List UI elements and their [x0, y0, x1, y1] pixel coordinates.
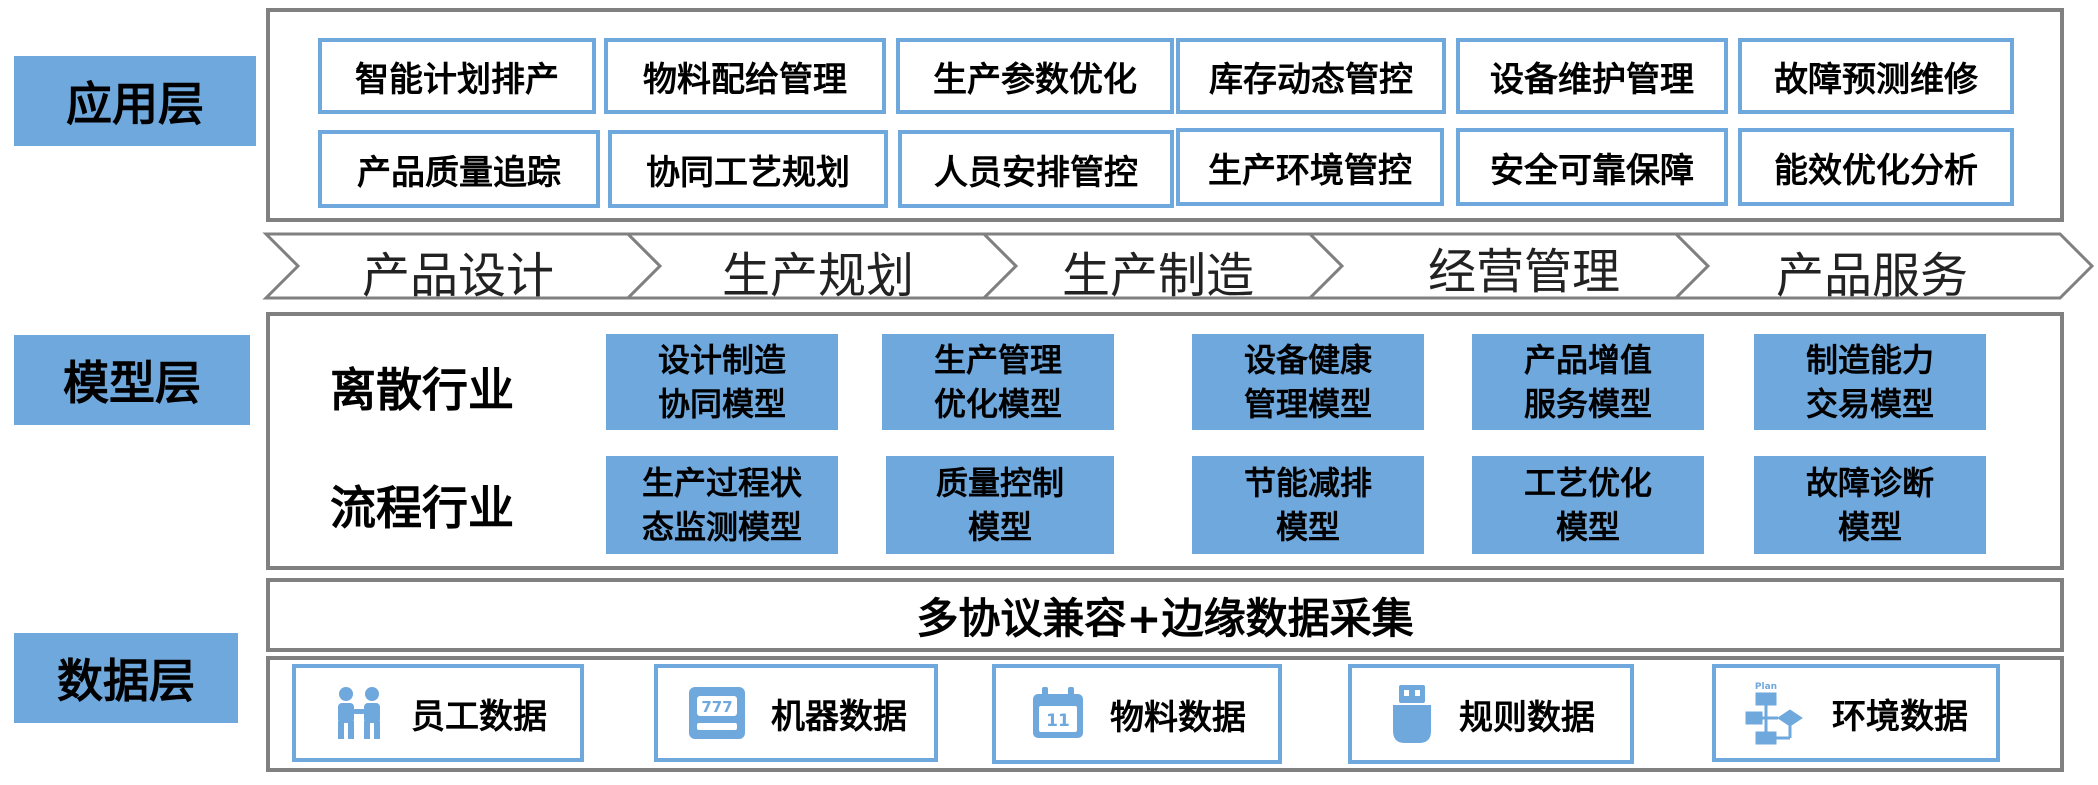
app-box-inventory-control: 库存动态管控 [1176, 38, 1446, 114]
app-box-quality-tracking: 产品质量追踪 [318, 130, 600, 208]
data-box-environment: Plan 环境数据 [1712, 664, 2000, 762]
calendar-icon-number: 11 [1046, 711, 1070, 731]
protocol-bar-text: 多协议兼容+边缘数据采集 [916, 593, 1414, 643]
model-line: 故障诊断 [1805, 464, 1934, 502]
app-box-fault-prediction: 故障预测维修 [1738, 38, 2014, 114]
model-line: 交易模型 [1805, 385, 1934, 423]
model-line: 质量控制 [935, 464, 1064, 502]
discrete-industry-label: 离散行业 [330, 363, 514, 417]
app-box-environment-control: 生产环境管控 [1176, 128, 1444, 206]
model-box-design-collaboration: 设计制造 协同模型 [606, 334, 838, 430]
model-line: 服务模型 [1523, 385, 1652, 423]
model-line: 管理模型 [1243, 385, 1372, 423]
app-box-production-parameters: 生产参数优化 [896, 38, 1174, 114]
data-box-machine: 777 机器数据 [654, 664, 938, 762]
model-box-fault-diagnosis: 故障诊断 模型 [1754, 456, 1986, 554]
app-box-material-distribution: 物料配给管理 [604, 38, 886, 114]
model-box-quality-control: 质量控制 模型 [886, 456, 1114, 554]
app-box-process-planning: 协同工艺规划 [608, 130, 888, 208]
model-box-production-management: 生产管理 优化模型 [882, 334, 1114, 430]
model-line: 模型 [1555, 508, 1620, 546]
model-line: 制造能力 [1805, 341, 1934, 379]
model-line: 节能减排 [1243, 464, 1372, 502]
model-line: 优化模型 [933, 385, 1062, 423]
model-box-energy-saving: 节能减排 模型 [1192, 456, 1424, 554]
model-line: 生产管理 [933, 341, 1062, 379]
app-box-energy-analysis: 能效优化分析 [1738, 128, 2014, 206]
flow-icon-caption: Plan [1755, 682, 1777, 692]
data-box-label: 规则数据 [1459, 697, 1595, 738]
stage-production-planning: 生产规划 [722, 248, 915, 304]
model-line: 协同模型 [657, 385, 786, 423]
model-box-capacity-trading: 制造能力 交易模型 [1754, 334, 1986, 430]
model-box-value-added-service: 产品增值 服务模型 [1472, 334, 1704, 430]
stage-business-management: 经营管理 [1428, 244, 1621, 300]
model-line: 设计制造 [657, 341, 786, 379]
stage-manufacturing: 生产制造 [1062, 248, 1255, 304]
protocol-bar [266, 578, 2064, 652]
flowchart-icon: Plan [1745, 682, 1803, 745]
machine-icon: 777 [689, 687, 745, 739]
model-line: 产品增值 [1523, 341, 1652, 379]
model-line: 工艺优化 [1523, 464, 1652, 502]
model-box-process-monitoring: 生产过程状 态监测模型 [606, 456, 838, 554]
model-line: 态监测模型 [641, 508, 802, 546]
chevron-stage-5 [1672, 232, 2095, 300]
usb-drive-icon [1393, 685, 1431, 743]
model-line: 模型 [967, 508, 1032, 546]
model-box-process-optimization: 工艺优化 模型 [1472, 456, 1704, 554]
data-box-employee: 员工数据 [292, 664, 584, 762]
data-box-material: 11 物料数据 [992, 664, 1282, 764]
app-box-staff-scheduling: 人员安排管控 [898, 130, 1174, 208]
data-box-label: 物料数据 [1110, 697, 1246, 738]
stage-product-service: 产品服务 [1776, 248, 1969, 304]
data-box-label: 员工数据 [411, 696, 547, 737]
data-box-label: 机器数据 [771, 696, 907, 737]
model-box-equipment-health: 设备健康 管理模型 [1192, 334, 1424, 430]
stage-product-design: 产品设计 [362, 248, 555, 304]
people-icon [338, 687, 380, 739]
app-box-safety-assurance: 安全可靠保障 [1456, 128, 1728, 206]
model-line: 模型 [1837, 508, 1902, 546]
model-line: 生产过程状 [641, 464, 802, 502]
app-box-smart-scheduling: 智能计划排产 [318, 38, 596, 114]
machine-icon-digits: 777 [701, 698, 732, 716]
data-box-rules: 规则数据 [1348, 664, 1634, 764]
layer-label-application: 应用层 [14, 56, 256, 146]
calendar-icon: 11 [1033, 687, 1083, 738]
app-box-equipment-maintenance: 设备维护管理 [1456, 38, 1728, 114]
process-industry-label: 流程行业 [330, 481, 514, 535]
model-line: 模型 [1275, 508, 1340, 546]
model-line: 设备健康 [1243, 341, 1372, 379]
layer-label-model: 模型层 [14, 335, 250, 425]
data-box-label: 环境数据 [1832, 696, 1968, 737]
layer-label-data: 数据层 [14, 633, 238, 723]
